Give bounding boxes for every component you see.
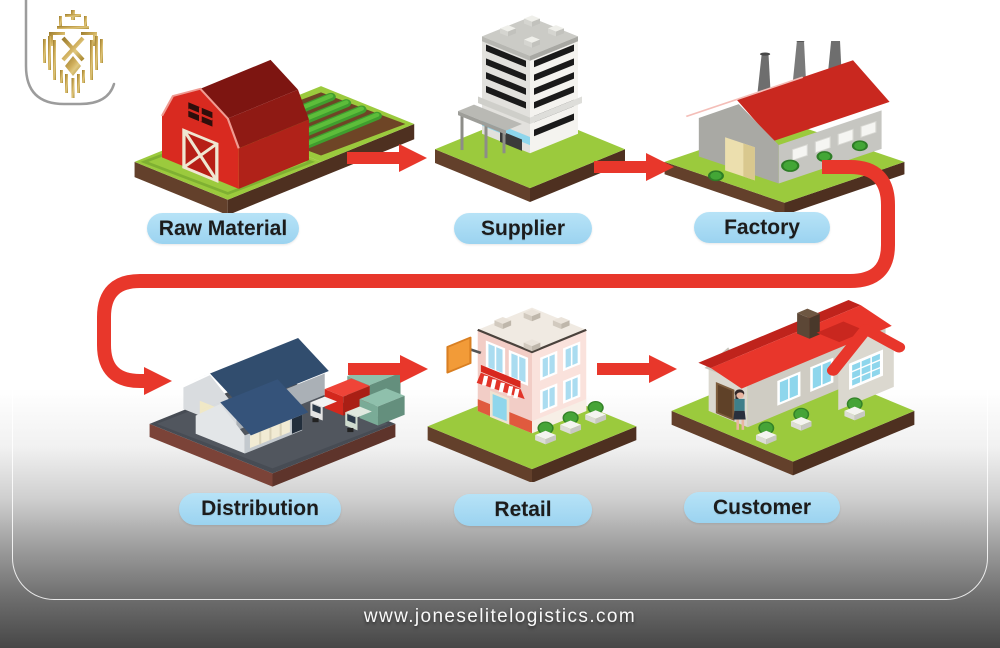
farm-barn-illustration (134, 59, 415, 216)
gold-lion-crest-logo (43, 10, 103, 98)
label-supplier: Supplier (454, 213, 592, 244)
label-customer-text: Customer (712, 495, 812, 519)
arrow-raw-to-supplier (347, 144, 427, 172)
label-raw-material-text: Raw Material (158, 216, 288, 240)
house-illustration (671, 300, 915, 476)
logo-badge-outline (24, 0, 116, 106)
office-building-illustration (435, 15, 625, 202)
label-distribution-text: Distribution (201, 497, 319, 520)
label-customer: Customer (684, 492, 840, 523)
arrow-factory-to-distribution (97, 160, 895, 395)
arrow-supplier-to-factory (594, 153, 674, 181)
footer-website-url: www.joneselitelogistics.com (363, 606, 637, 627)
label-factory: Factory (694, 212, 830, 243)
factory-illustration (664, 41, 905, 216)
label-retail: Retail (454, 494, 592, 526)
label-raw-material: Raw Material (147, 213, 299, 244)
person-figure (733, 389, 746, 430)
label-supplier-text: Supplier (480, 216, 565, 240)
label-retail-text: Retail (494, 498, 552, 521)
label-factory-text: Factory (724, 215, 800, 239)
label-distribution: Distribution (179, 493, 341, 525)
arrow-retail-to-customer (597, 355, 677, 383)
retail-store-illustration (427, 307, 637, 482)
arrow-distribution-to-retail (348, 355, 428, 383)
